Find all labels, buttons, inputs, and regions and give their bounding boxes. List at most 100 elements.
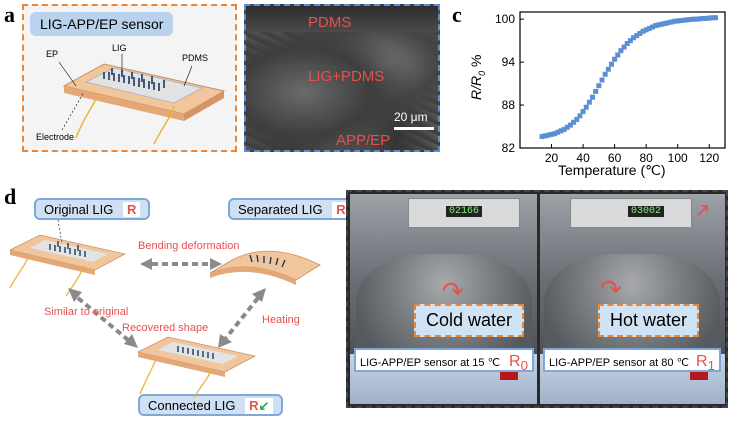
y-tick-label: 100: [495, 12, 515, 26]
pdms-layer: [246, 6, 438, 32]
data-point: [558, 128, 564, 134]
data-point: [681, 17, 687, 23]
data-point: [687, 17, 693, 23]
data-point: [577, 113, 583, 119]
chart-series: [539, 15, 719, 140]
cold-water-label: Cold water: [414, 304, 525, 337]
data-point: [659, 21, 665, 27]
hot-water-label: Hot water: [598, 304, 700, 337]
x-tick-label: 100: [668, 151, 688, 165]
similar-text: Similar to original: [44, 306, 129, 318]
data-point: [555, 129, 561, 135]
scale-text: 20 μm: [394, 110, 428, 124]
cold-display-digits: 02166: [446, 206, 483, 217]
original-lig-label: Original LIG R: [34, 198, 151, 220]
y-tick-label: 88: [502, 98, 516, 112]
data-point: [580, 108, 586, 114]
data-point: [564, 124, 570, 130]
y-axis-label: R/R0 %: [468, 54, 487, 101]
original-sensor: [8, 219, 127, 297]
data-point: [684, 17, 690, 23]
pdms-label: PDMS: [182, 53, 209, 63]
hot-r: R1: [696, 353, 715, 373]
data-point: [653, 23, 659, 29]
cold-r-letter: R: [509, 353, 521, 370]
bending-arrow-head-right: [210, 258, 222, 270]
ep-label: EP: [46, 49, 59, 59]
data-point: [713, 15, 719, 21]
hot-caption: LIG-APP/EP sensor at 80 ℃ R1: [543, 348, 721, 373]
data-point: [690, 16, 696, 22]
recovered-arrow-head-down: [124, 334, 138, 348]
heating-arrow-head-down: [218, 334, 232, 348]
bending-arrow-head-left: [140, 258, 152, 270]
data-point: [583, 104, 589, 110]
pdms-text: PDMS: [308, 14, 352, 31]
data-point: [612, 56, 618, 62]
heating-arrow: [224, 296, 260, 340]
heating-arrow-head-up: [252, 288, 266, 302]
deformation-diagram: [8, 219, 321, 399]
panel-label-d: d: [4, 184, 17, 209]
x-tick-label: 40: [576, 151, 590, 165]
cold-caption-text: LIG-APP/EP sensor at 15 ℃: [360, 357, 500, 369]
data-point: [709, 15, 715, 21]
bent-sensor: [209, 250, 321, 285]
data-point: [675, 18, 681, 24]
y-tick-label: 94: [502, 55, 516, 69]
data-point: [586, 99, 592, 105]
connected-r: R↙: [245, 398, 274, 414]
data-point: [552, 131, 558, 137]
cold-water-photo: 02166 Cold water ↷ LIG-APP/EP sensor at …: [350, 194, 537, 404]
cold-r: R0: [509, 353, 528, 374]
data-point: [621, 44, 627, 50]
data-point: [662, 20, 668, 26]
recovered-text: Recovered shape: [122, 322, 209, 334]
data-point: [665, 20, 671, 26]
panel-a-frame: LIG-APP/EP sensor EP LIG PDMS Electrode: [22, 4, 237, 152]
separated-r-letter: R: [336, 202, 346, 217]
data-point: [631, 35, 637, 41]
data-point: [672, 18, 678, 24]
hot-r-letter: R: [696, 353, 708, 370]
recovered-arrow: [76, 296, 130, 342]
data-point: [700, 15, 706, 21]
data-point: [567, 122, 573, 128]
x-tick-label: 20: [545, 151, 559, 165]
down-arrow-icon: ↙: [258, 398, 270, 413]
data-point: [608, 61, 614, 67]
curved-arrow-hot-icon: ↷: [600, 274, 622, 304]
cold-r-sub: 0: [520, 358, 528, 374]
data-point: [596, 83, 602, 89]
app-ep-text: APP/EP: [336, 132, 391, 149]
increase-arrow-icon: ↗: [694, 200, 711, 222]
x-axis-label: Temperature (℃): [558, 162, 666, 178]
cold-caption: LIG-APP/EP sensor at 15 ℃ R0: [354, 348, 534, 374]
y-label-unit: %: [468, 54, 484, 71]
panel-a-title: LIG-APP/EP sensor: [30, 12, 174, 36]
panel-label-a: a: [4, 2, 15, 27]
data-point: [643, 27, 649, 33]
data-point: [697, 16, 703, 22]
data-point: [678, 18, 684, 24]
sensor-illustration: [58, 54, 226, 145]
curved-arrow-icon: ↷: [442, 276, 464, 306]
data-point: [694, 16, 700, 22]
y-label-r: R: [468, 89, 484, 100]
lig-pdms-text: LIG+PDMS: [308, 68, 385, 85]
data-point: [703, 15, 709, 21]
connected-lig-label: Connected LIG R↙: [138, 394, 284, 416]
data-point: [706, 15, 712, 21]
chart-axes: [519, 11, 726, 149]
scale-bar: [394, 127, 434, 130]
data-point: [637, 30, 643, 36]
data-point: [656, 22, 662, 28]
hot-water-photo: 03002 ↗ Hot water ↷ LIG-APP/EP sensor at…: [540, 194, 725, 404]
hot-display-digits: 03002: [628, 206, 665, 217]
data-point: [634, 33, 640, 39]
data-point: [593, 88, 599, 94]
data-point: [615, 52, 621, 58]
x-tick-label: 120: [699, 151, 719, 165]
